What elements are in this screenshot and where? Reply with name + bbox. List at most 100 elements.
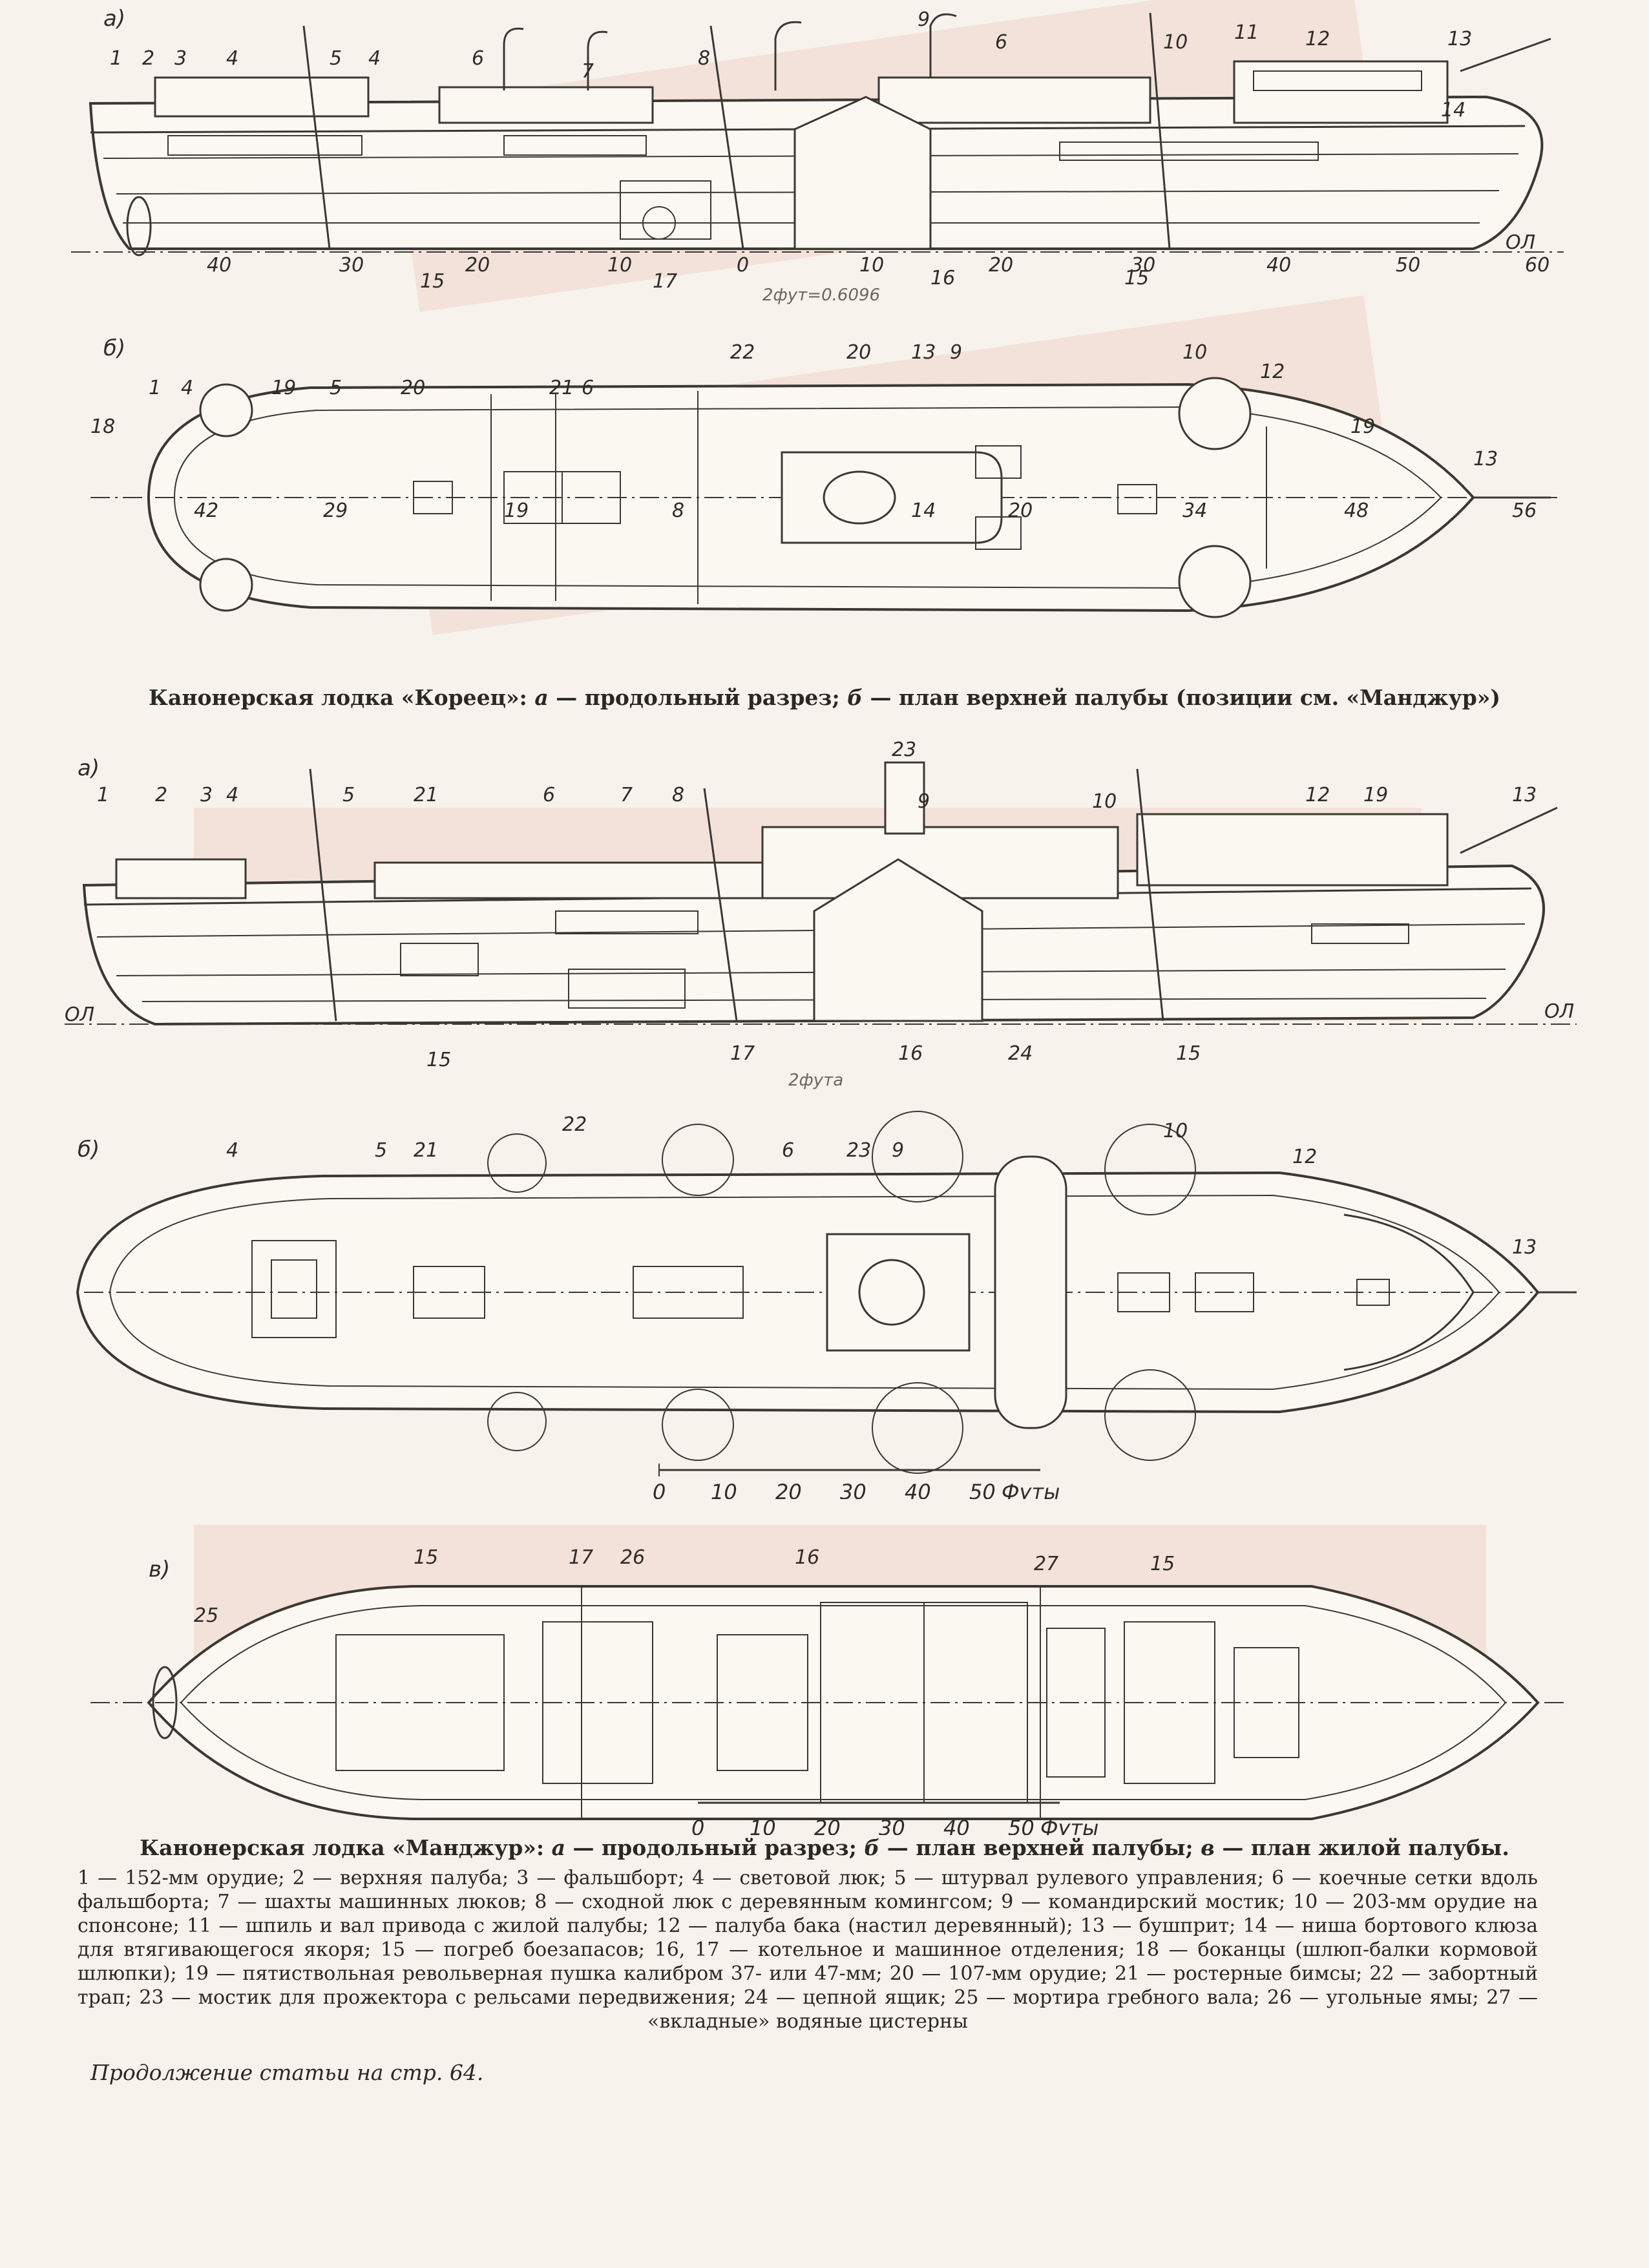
scale-bar: 0 10 20 30 40 50 Футы: [691, 1801, 1098, 1835]
callout: 17: [730, 1042, 755, 1065]
frame-number: 10: [859, 254, 884, 277]
callout: 6: [543, 784, 555, 806]
callout: 16: [795, 1546, 819, 1569]
scale-tick: 40: [905, 1480, 931, 1499]
callout: 7: [582, 60, 594, 83]
callout: 6: [582, 377, 594, 399]
callout: 27: [1034, 1553, 1058, 1575]
frame-number: 30: [339, 254, 364, 277]
frame-number: 20: [1008, 499, 1033, 522]
figure-letter: в): [149, 1557, 170, 1582]
callout: 12: [1305, 28, 1330, 50]
scale-tick: 20: [814, 1816, 841, 1835]
callout: 15: [1176, 1042, 1201, 1065]
callout: 21: [549, 377, 574, 399]
callout: 6: [995, 31, 1007, 54]
callout: 24: [1008, 1042, 1033, 1065]
callout: 21: [414, 784, 438, 806]
manjur-caption: Канонерская лодка «Манджур»: а — продоль…: [140, 1835, 1509, 1860]
callout: 6: [782, 1139, 794, 1162]
figure-letter: б): [103, 335, 125, 361]
callout: 8: [672, 784, 684, 806]
callout: 15: [1150, 1553, 1175, 1575]
callout: 13: [911, 341, 936, 364]
callout: 17: [653, 270, 677, 293]
frame-number: 34: [1182, 499, 1207, 522]
frame-number: 60: [1525, 254, 1549, 277]
callout: 14: [1441, 99, 1465, 121]
frame-number: 8: [672, 499, 684, 522]
scale-bar: 0 10 20 30 40 50 Футы: [653, 1464, 1060, 1499]
callout: 22: [730, 341, 755, 364]
callout: 19: [271, 377, 296, 399]
callout: 23: [846, 1139, 871, 1162]
callout: 13: [1473, 448, 1498, 470]
frame-number: 48: [1344, 499, 1369, 522]
callout: 7: [620, 784, 633, 806]
frame-number: 10: [607, 254, 632, 277]
callout: 15: [420, 270, 445, 293]
callout: 19: [1350, 415, 1375, 438]
callout: 2: [142, 47, 154, 70]
callout: 5: [330, 377, 342, 399]
callout: 13: [1512, 1236, 1537, 1259]
baseline-label: ОЛ: [65, 1003, 94, 1026]
callout: 5: [330, 47, 342, 70]
callout: 21: [414, 1139, 438, 1162]
callout: 10: [1163, 31, 1188, 54]
manjur-living-deck-plan: в) 25 15 17 26 16 27 15 0 10 20 30 40 50…: [52, 1531, 1602, 1835]
callout: 11: [1234, 21, 1259, 44]
frame-number: 20: [989, 254, 1013, 277]
scale-tick: 40: [943, 1816, 970, 1835]
frame-number: 42: [194, 499, 218, 522]
callout: 3: [200, 784, 213, 806]
callout: 23: [892, 739, 916, 761]
callout: 20: [846, 341, 871, 364]
callout: 12: [1260, 361, 1285, 383]
callout: 1: [110, 47, 122, 70]
scale-unit: Футы: [1002, 1480, 1060, 1499]
manjur-longitudinal-section-svg: а) 1 2 3 4 5 21 6 7 8 23 9 10 12 19 13 1…: [65, 739, 1577, 1090]
legend-text: 1 — 152-мм орудие; 2 — верхняя палуба; 3…: [78, 1867, 1538, 2033]
callout: 22: [562, 1113, 587, 1136]
scale-tick: 30: [840, 1480, 867, 1499]
callout: 9: [950, 341, 962, 364]
frame-number: 56: [1512, 499, 1537, 522]
callout: 9: [918, 8, 930, 31]
korets-longitudinal-section: а) 1 2 3 4 5 4 6 7 8 9 6 10: [52, 0, 1602, 323]
callout: 17: [569, 1546, 593, 1569]
korets-deck-plan: б) 1 4 19 5 20 21 6 22 20 13 9 10 12: [52, 323, 1602, 666]
callout: 10: [1182, 341, 1207, 364]
korets-caption: Канонерская лодка «Кореец»: а — продольн…: [148, 685, 1501, 710]
callout: 1: [149, 377, 161, 399]
baseline-label: ОЛ: [1544, 1000, 1574, 1023]
frame-number: 40: [1266, 254, 1291, 277]
frame-number: 20: [465, 254, 490, 277]
callout: 15: [414, 1546, 438, 1569]
callout: 10: [1092, 790, 1117, 813]
callout: 15: [1124, 267, 1149, 289]
callout: 10: [1163, 1120, 1188, 1142]
callout: 5: [342, 784, 355, 806]
scale-unit: Футы: [1040, 1816, 1098, 1835]
callout: 6: [472, 47, 484, 70]
frame-number: 50: [1396, 254, 1420, 277]
callout: 4: [368, 47, 381, 70]
callout: 3: [174, 47, 187, 70]
callout: 25: [194, 1604, 218, 1627]
scale-tick: 20: [775, 1480, 802, 1499]
callout: 16: [930, 267, 955, 289]
frame-number: 40: [207, 254, 231, 277]
callout: 13: [1447, 28, 1472, 50]
frame-number: 30: [1131, 254, 1155, 277]
pencil-note: 2фут=0.6096: [762, 286, 880, 305]
frame-number: 19: [504, 499, 529, 522]
callout: 4: [226, 1139, 238, 1162]
callout: 12: [1292, 1146, 1317, 1168]
callout: 12: [1305, 784, 1330, 806]
callout: 20: [401, 377, 425, 399]
callout: 18: [90, 415, 115, 438]
scale-tick: 10: [711, 1480, 737, 1499]
continuation-note: Продолжение статьи на стр. 64.: [90, 2060, 484, 2085]
scale-tick: 50: [1008, 1816, 1035, 1835]
